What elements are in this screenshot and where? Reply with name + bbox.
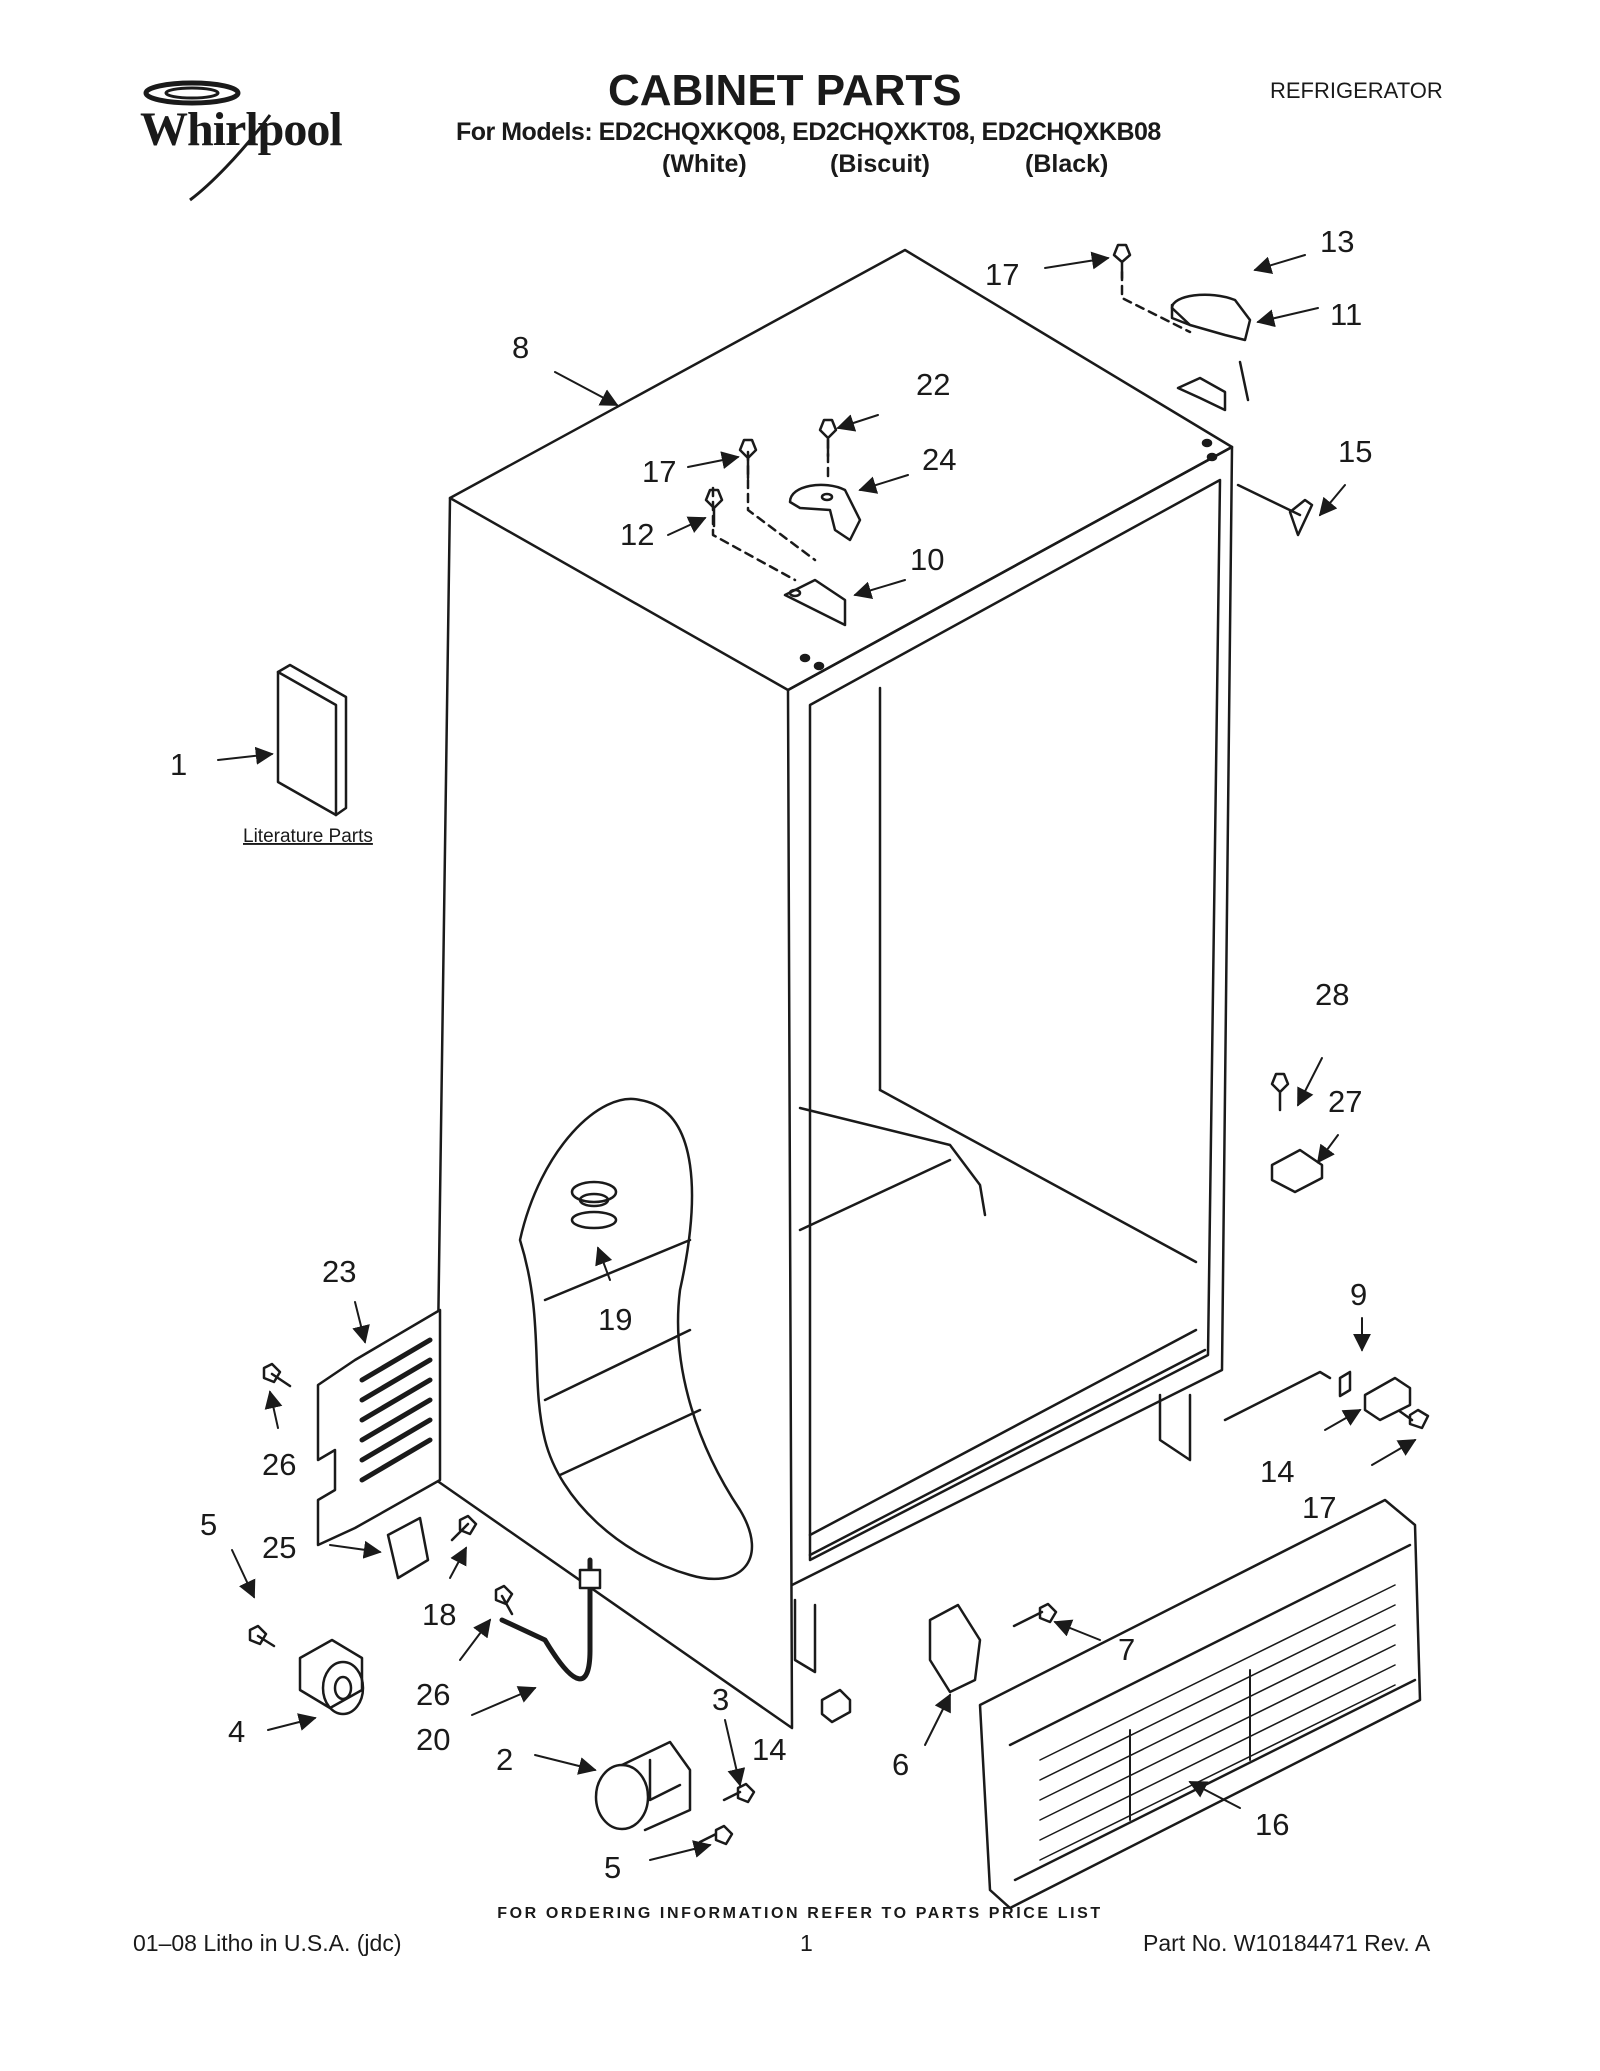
callout-12: 12 bbox=[620, 517, 654, 552]
callout-22: 22 bbox=[916, 367, 950, 402]
cabinet-body bbox=[434, 248, 1234, 1730]
roller-2 bbox=[594, 1740, 692, 1832]
callout-6: 6 bbox=[892, 1747, 909, 1782]
callout-3: 3 bbox=[712, 1682, 729, 1717]
leader-arrows bbox=[217, 251, 1417, 1861]
callout-16: 16 bbox=[1255, 1807, 1289, 1842]
bracket-25 bbox=[386, 1516, 430, 1580]
callout-17-right: 17 bbox=[1302, 1490, 1336, 1525]
callout-14-right: 14 bbox=[1260, 1454, 1294, 1489]
brand-wordmark: Whirlpool bbox=[140, 103, 343, 156]
callout-13: 13 bbox=[1320, 224, 1354, 259]
callout-1: 1 bbox=[170, 747, 187, 782]
callout-5-bottom: 5 bbox=[604, 1850, 621, 1885]
callout-26-bottom: 26 bbox=[416, 1677, 450, 1712]
swirl-icon bbox=[143, 80, 272, 202]
top-right-hinge bbox=[1120, 270, 1314, 537]
callout-25: 25 bbox=[262, 1530, 296, 1565]
callout-24: 24 bbox=[922, 442, 956, 477]
base-grille-16 bbox=[978, 1498, 1422, 1910]
water-tube-20 bbox=[499, 1557, 593, 1682]
roller-4 bbox=[298, 1638, 365, 1716]
color-biscuit: (Biscuit) bbox=[830, 150, 930, 178]
callout-4: 4 bbox=[228, 1714, 245, 1749]
callout-5-left: 5 bbox=[200, 1507, 217, 1542]
bracket-6 bbox=[928, 1603, 982, 1694]
callout-10: 10 bbox=[910, 542, 944, 577]
callout-15: 15 bbox=[1338, 434, 1372, 469]
cutaway-area bbox=[518, 1097, 754, 1581]
callout-27: 27 bbox=[1328, 1084, 1362, 1119]
literature-parts-label: Literature Parts bbox=[243, 826, 373, 847]
callout-9: 9 bbox=[1350, 1277, 1367, 1312]
ordering-note: FOR ORDERING INFORMATION REFER TO PARTS … bbox=[497, 1905, 1103, 1922]
page-title: CABINET PARTS bbox=[608, 66, 962, 115]
callout-8: 8 bbox=[512, 330, 529, 365]
callout-28: 28 bbox=[1315, 977, 1349, 1012]
callout-26-left: 26 bbox=[262, 1447, 296, 1482]
callout-20: 20 bbox=[416, 1722, 450, 1757]
bracket-14-lower bbox=[820, 1688, 852, 1724]
color-black: (Black) bbox=[1025, 150, 1109, 178]
callout-labels: 8 17 13 11 22 17 24 15 12 10 1 28 27 19 … bbox=[170, 224, 1372, 1885]
color-white: (White) bbox=[662, 150, 747, 178]
part-number: Part No. W10184471 Rev. A bbox=[1143, 1930, 1431, 1956]
callout-2: 2 bbox=[496, 1742, 513, 1777]
product-category: REFRIGERATOR bbox=[1270, 78, 1443, 103]
hinge-bracket-9-14 bbox=[1223, 1370, 1412, 1422]
callout-17-top: 17 bbox=[985, 257, 1019, 292]
bracket-27 bbox=[1270, 1148, 1324, 1194]
litho-code: 01–08 Litho in U.S.A. (jdc) bbox=[133, 1930, 402, 1956]
model-list: For Models: ED2CHQXKQ08, ED2CHQXKT08, ED… bbox=[456, 118, 1161, 146]
callout-11: 11 bbox=[1330, 297, 1362, 332]
rear-grille-23 bbox=[316, 1308, 442, 1547]
callout-17-hinge: 17 bbox=[642, 454, 676, 489]
callout-23: 23 bbox=[322, 1254, 356, 1289]
callout-18: 18 bbox=[422, 1597, 456, 1632]
callout-7: 7 bbox=[1118, 1632, 1135, 1667]
drain-fitting-19 bbox=[570, 1180, 618, 1230]
callout-14-bottom: 14 bbox=[752, 1732, 786, 1767]
literature-part-1 bbox=[276, 663, 348, 817]
callout-19: 19 bbox=[598, 1302, 632, 1337]
whirlpool-logo bbox=[120, 75, 370, 205]
page-number: 1 bbox=[800, 1930, 813, 1956]
